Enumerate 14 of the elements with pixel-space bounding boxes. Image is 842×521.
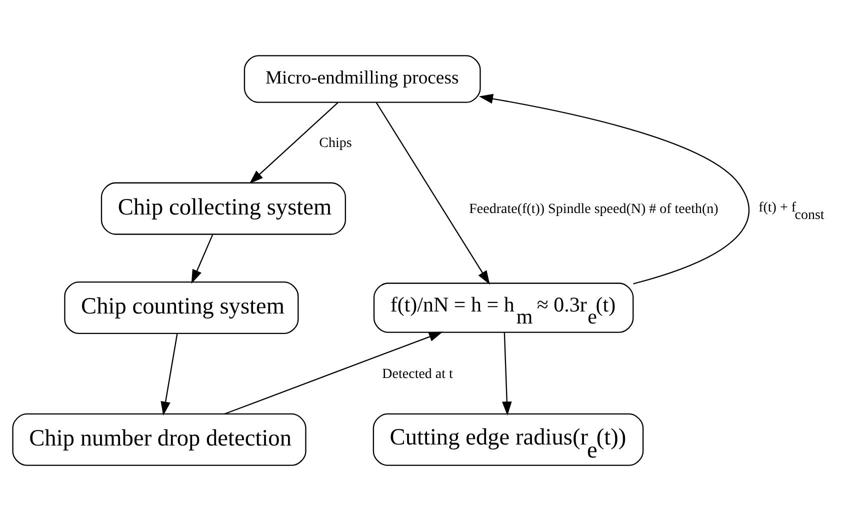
arrow: [502, 332, 512, 416]
arrow: [160, 334, 178, 416]
node-box: Micro-endmilling process: [244, 55, 481, 103]
edge-label: Feedrate(f(t)) Spindle speed(N) # of teeth(n): [469, 202, 718, 217]
edge-label: Chips: [319, 136, 352, 151]
node-box: Chip collecting system: [100, 182, 346, 235]
node-box: Chip number drop detection: [12, 413, 306, 466]
node-box: Chip counting system: [64, 282, 299, 334]
edge-label: Detected at t: [382, 366, 453, 382]
arrow: [376, 102, 490, 285]
arrow: [224, 332, 443, 414]
arrow: [191, 234, 214, 284]
arrow: [249, 102, 338, 184]
arrow: [478, 94, 750, 284]
